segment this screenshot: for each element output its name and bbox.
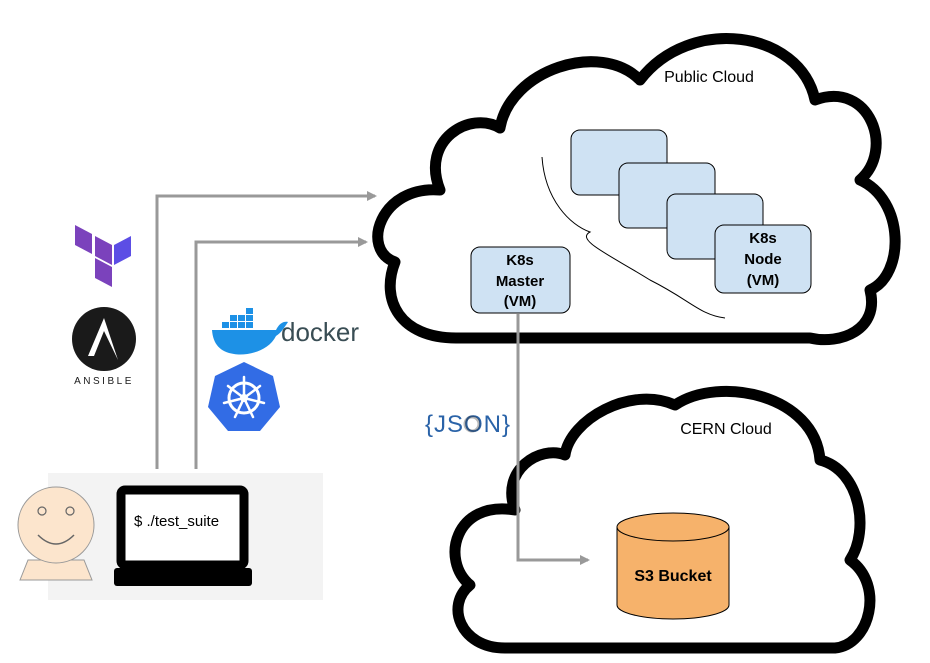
s3-bucket-body [616,526,730,620]
json-logo: {JSON} [425,411,511,438]
arrow-laptop-to-cloud-2 [194,237,368,469]
terminal-command: $ ./test_suite [134,513,219,530]
ansible-logo-glyph [88,318,118,360]
json-logo-ring [463,415,481,433]
k8s-node-box: K8s Node (VM) [714,224,812,294]
cern-cloud-label: CERN Cloud [680,421,772,438]
vm-stack: K8s Node (VM) [541,129,812,319]
k8s-master-line2: Master [496,273,545,290]
smiley-face-icon [17,486,95,581]
s3-bucket: S3 Bucket [616,512,730,620]
k8s-node-line2: Node [744,251,782,268]
k8s-master-line3: (VM) [504,293,537,310]
s3-bucket-label: S3 Bucket [634,568,712,585]
ansible-logo: ANSIBLE [72,307,136,387]
k8s-master-line1: K8s [506,252,534,269]
k8s-master-box: K8s Master (VM) [470,246,571,314]
json-logo-text: {JSON} [425,411,511,438]
user-head [17,486,95,564]
arrow-master-to-bucket [516,314,590,565]
k8s-node-rect [714,224,812,294]
arrow-laptop-to-cloud-1 [155,191,377,469]
kubernetes-logo [208,362,280,431]
ansible-logo-text: ANSIBLE [74,376,134,387]
docker-containers [222,308,253,328]
ansible-logo-circle [72,307,136,371]
k8s-master-rect [470,246,571,314]
public-cloud-label: Public Cloud [664,69,754,86]
s3-bucket-top [616,512,730,542]
laptop-base [114,568,252,586]
user-body [19,559,93,581]
terraform-logo [75,225,131,287]
docker-logo-text: docker [281,317,359,347]
docker-logo: docker [212,308,359,355]
k8s-node-line3: (VM) [747,272,780,289]
docker-whale-body [212,321,288,355]
laptop-screen [116,485,249,570]
k8s-node-line1: K8s [749,230,777,247]
laptop-icon: $ ./test_suite [114,485,252,586]
node-group-brace [541,156,726,319]
